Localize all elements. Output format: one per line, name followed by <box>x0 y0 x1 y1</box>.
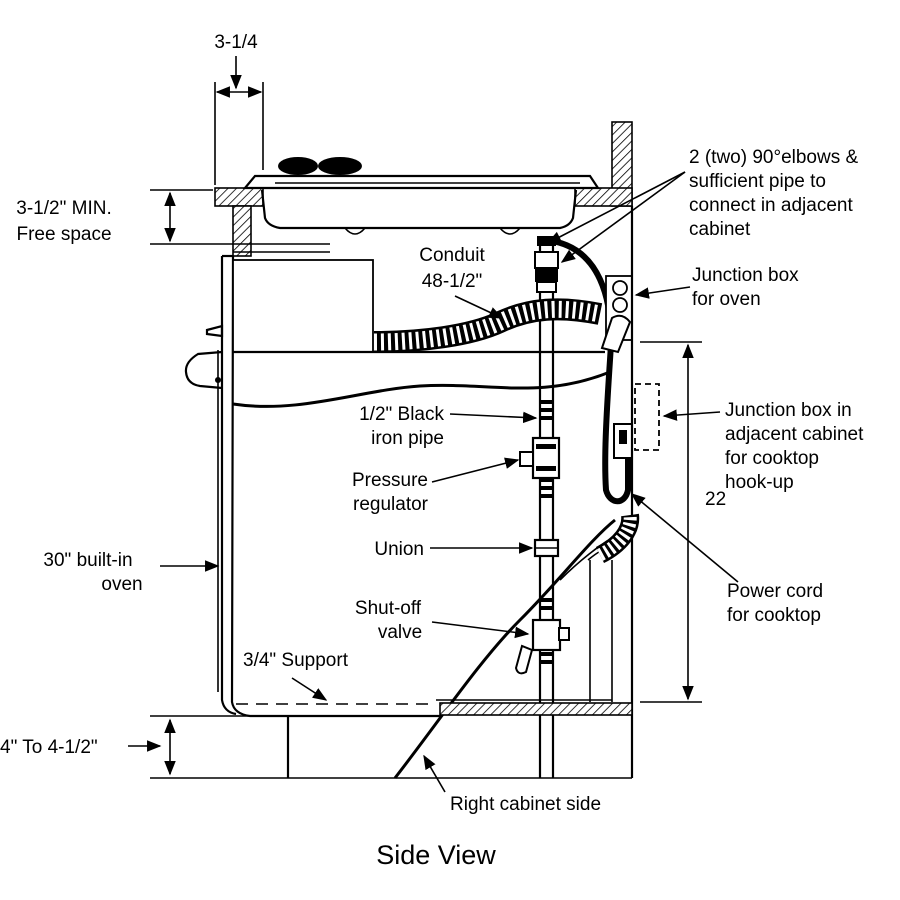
elbow-fitting-2 <box>536 281 557 293</box>
oven-vent-box <box>232 259 374 353</box>
elbows-label-2: sufficient pipe to <box>689 171 826 192</box>
jbox-cooktop-label-4: hook-up <box>725 472 794 493</box>
jbox-cooktop-label-3: for cooktop <box>725 448 819 469</box>
power-cord-label-1: Power cord <box>727 581 823 602</box>
dimension-free-space: 3-1/2" MIN. Free space <box>16 189 330 245</box>
oven-label-2: oven <box>101 574 142 595</box>
elbows-label-1: 2 (two) 90°elbows & <box>689 147 858 168</box>
floor-support <box>439 702 633 716</box>
flexible-conduit <box>373 298 603 353</box>
right-cabinet <box>393 206 640 779</box>
oven-label-1: 30" built-in <box>43 550 132 571</box>
base: 4" To 4-1/2" <box>0 715 632 779</box>
regulator-label-1: Pressure <box>352 470 428 491</box>
burner-knob-1 <box>278 157 318 175</box>
view-title: Side View <box>376 840 496 870</box>
countertop-left <box>214 187 264 207</box>
power-cord-label-2: for cooktop <box>727 605 821 626</box>
cooktop <box>242 157 601 235</box>
junction-box-cooktop <box>613 383 660 459</box>
shutoff-label-1: Shut-off <box>355 598 422 619</box>
dimension-3-1-4: 3-1/4 <box>214 32 264 185</box>
free-space-label-1: 3-1/2" MIN. <box>16 198 111 219</box>
dimension-22: 22 <box>640 341 726 703</box>
jbox-cooktop-label-1: Junction box in <box>725 400 852 421</box>
oven-handle <box>184 350 223 390</box>
gas-pipe <box>514 236 570 778</box>
burner-knob-2 <box>318 157 362 175</box>
support-indicator: 3/4" Support <box>236 650 436 705</box>
pipe-label-1: 1/2" Black <box>359 404 444 425</box>
free-space-label-2: Free space <box>16 224 111 245</box>
shut-off-valve <box>531 618 562 652</box>
elbow-fitting-1 <box>534 251 559 269</box>
conduit-label-2: 48-1/2" <box>422 271 483 292</box>
jbox-cooktop-label-2: adjacent cabinet <box>725 424 864 445</box>
shut-off-valve-handle <box>514 644 534 675</box>
elbows-label-4: cabinet <box>689 219 751 240</box>
conduit-label-1: Conduit <box>419 245 485 266</box>
dim-bottom-label: 4" To 4-1/2" <box>0 737 98 758</box>
cabinet-front-rail <box>232 205 252 257</box>
junction-box-oven <box>600 275 633 354</box>
shutoff-label-2: valve <box>378 622 422 643</box>
jbox-oven-label-2: for oven <box>692 289 761 310</box>
support-label: 3/4" Support <box>243 650 349 671</box>
jbox-oven-label-1: Junction box <box>692 265 799 286</box>
dim-top-label: 3-1/4 <box>214 32 258 53</box>
regulator-label-2: regulator <box>353 494 429 515</box>
dim-22-label: 22 <box>705 489 726 510</box>
leader-lines <box>160 171 739 793</box>
labels: 2 (two) 90°elbows & sufficient pipe to c… <box>43 147 864 870</box>
power-cord <box>542 237 631 505</box>
elbows-label-3: connect in adjacent <box>689 195 853 216</box>
cabinet-side-label: Right cabinet side <box>450 794 601 815</box>
pipe-label-2: iron pipe <box>371 428 444 449</box>
union-label: Union <box>374 539 424 560</box>
